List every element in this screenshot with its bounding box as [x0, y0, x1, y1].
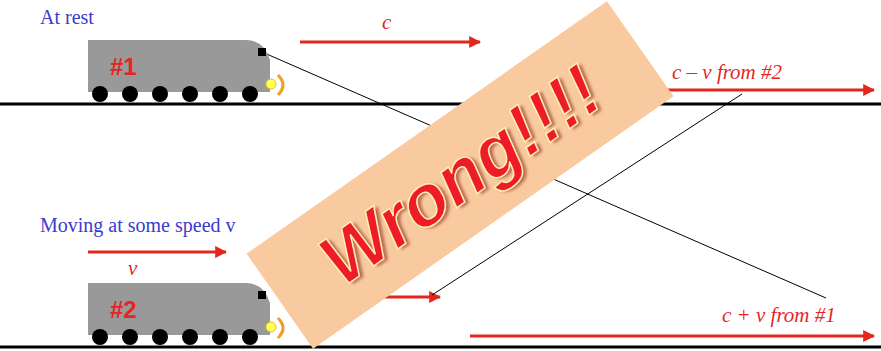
- wheel: [122, 86, 138, 102]
- wheel: [182, 86, 198, 102]
- train-number: #1: [110, 54, 137, 80]
- wheel: [92, 86, 108, 102]
- wheel: [212, 86, 228, 102]
- speed-label: c: [382, 10, 391, 34]
- window: [258, 48, 266, 56]
- wheel: [152, 329, 168, 345]
- train-body: [88, 40, 270, 92]
- wheel: [242, 329, 258, 345]
- caption-text: Moving at some speed v: [40, 214, 236, 237]
- headlight: [266, 79, 276, 89]
- wheel: [242, 86, 258, 102]
- wheel: [182, 329, 198, 345]
- watermark: Wrong!!!!: [247, 1, 674, 348]
- wheel: [212, 329, 228, 345]
- velocity-arrow: [300, 41, 480, 44]
- ground-line: [0, 103, 881, 106]
- speed-label: v: [128, 256, 137, 280]
- velocity-arrow: [88, 251, 226, 254]
- speed-label: c + v from #1: [722, 303, 836, 327]
- train-body: [88, 283, 270, 335]
- wheel: [92, 329, 108, 345]
- light-beam: [278, 75, 283, 95]
- window: [258, 291, 266, 299]
- train-number: #2: [110, 297, 137, 323]
- caption-text: At rest: [40, 6, 94, 29]
- ground-line: [0, 346, 881, 349]
- wheel: [122, 329, 138, 345]
- train: #2: [88, 283, 288, 347]
- wheel: [152, 86, 168, 102]
- speed-label: c – v from #2: [672, 60, 782, 84]
- velocity-arrow: [640, 89, 874, 92]
- velocity-arrow: [470, 335, 874, 338]
- train: #1: [88, 40, 288, 104]
- light-beam: [278, 318, 283, 338]
- headlight: [266, 322, 276, 332]
